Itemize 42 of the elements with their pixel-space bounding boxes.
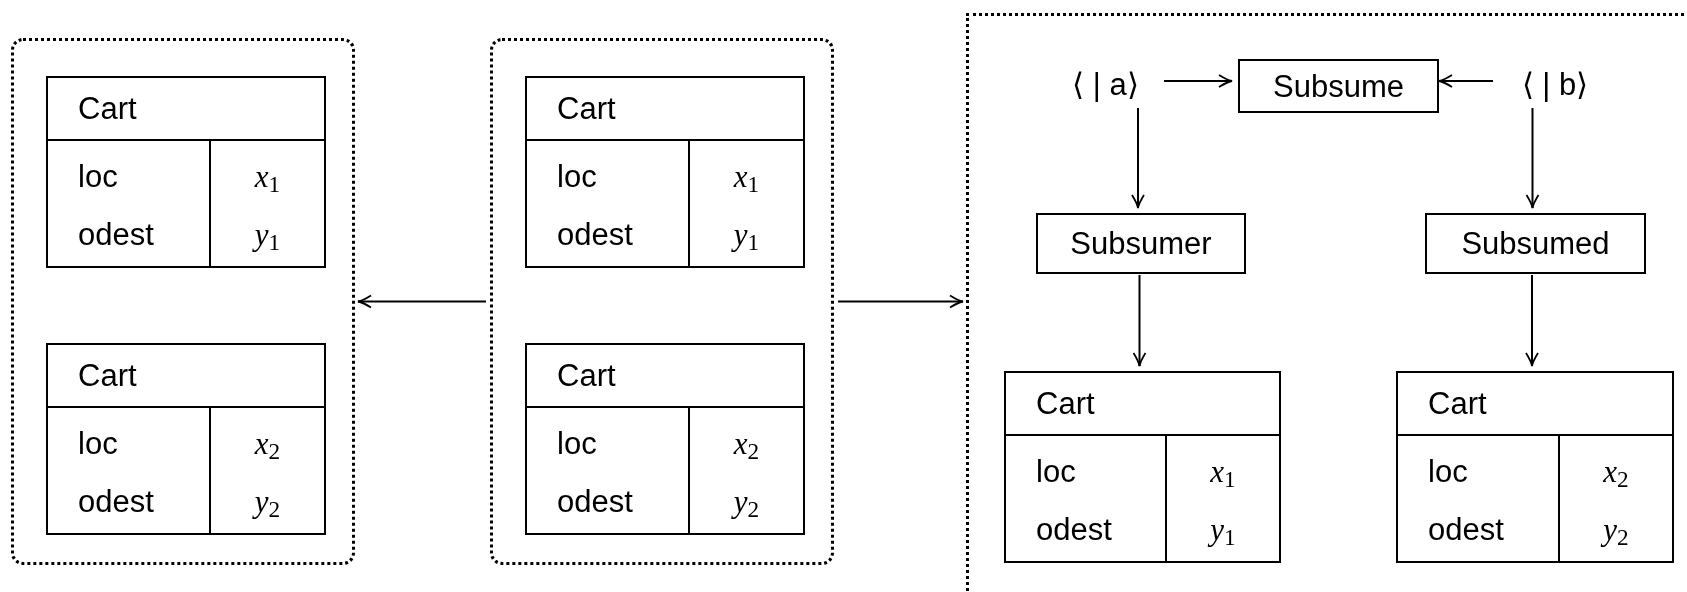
field-value: x$_{1}$ [733,160,760,192]
field-name: odest [557,485,633,517]
field-name: loc [78,427,118,459]
field-name: odest [78,485,154,517]
field-name: loc [557,427,597,459]
process-box: Subsumer [1036,213,1246,274]
math-label: ⟨ | a⟩ [1048,61,1163,107]
process-box: Subsume [1238,59,1439,113]
field-value: x$_{2}$ [254,427,281,459]
record-table [525,343,805,535]
process-box: Subsumed [1425,213,1646,274]
record-table [46,343,326,535]
field-name: odest [1036,513,1112,545]
dotted-frame [490,38,834,565]
dotted-frame [11,38,355,565]
field-value: y$_{2}$ [733,485,760,517]
field-name: loc [78,160,118,192]
record-table [1396,371,1674,563]
field-name: loc [1036,455,1076,487]
field-value: y$_{2}$ [254,485,281,517]
table-heading: Cart [1036,388,1095,419]
table-heading: Cart [1428,388,1487,419]
table-heading: Cart [78,93,137,124]
record-table [46,76,326,268]
field-value: x$_{1}$ [1210,455,1236,487]
field-name: odest [557,218,633,250]
field-name: loc [557,160,597,192]
table-heading: Cart [78,360,137,391]
field-value: y$_{1}$ [254,218,281,250]
table-heading: Cart [557,360,616,391]
field-value: x$_{2}$ [733,427,760,459]
field-name: loc [1428,455,1468,487]
field-name: odest [1428,513,1504,545]
field-value: x$_{1}$ [254,160,281,192]
dotted-frame [966,13,1687,592]
field-value: y$_{1}$ [733,218,760,250]
record-table [525,76,805,268]
field-value: x$_{2}$ [1603,455,1629,487]
record-table [1004,371,1281,563]
field-name: odest [78,218,154,250]
table-heading: Cart [557,93,616,124]
math-label: ⟨ | b⟩ [1500,61,1610,107]
